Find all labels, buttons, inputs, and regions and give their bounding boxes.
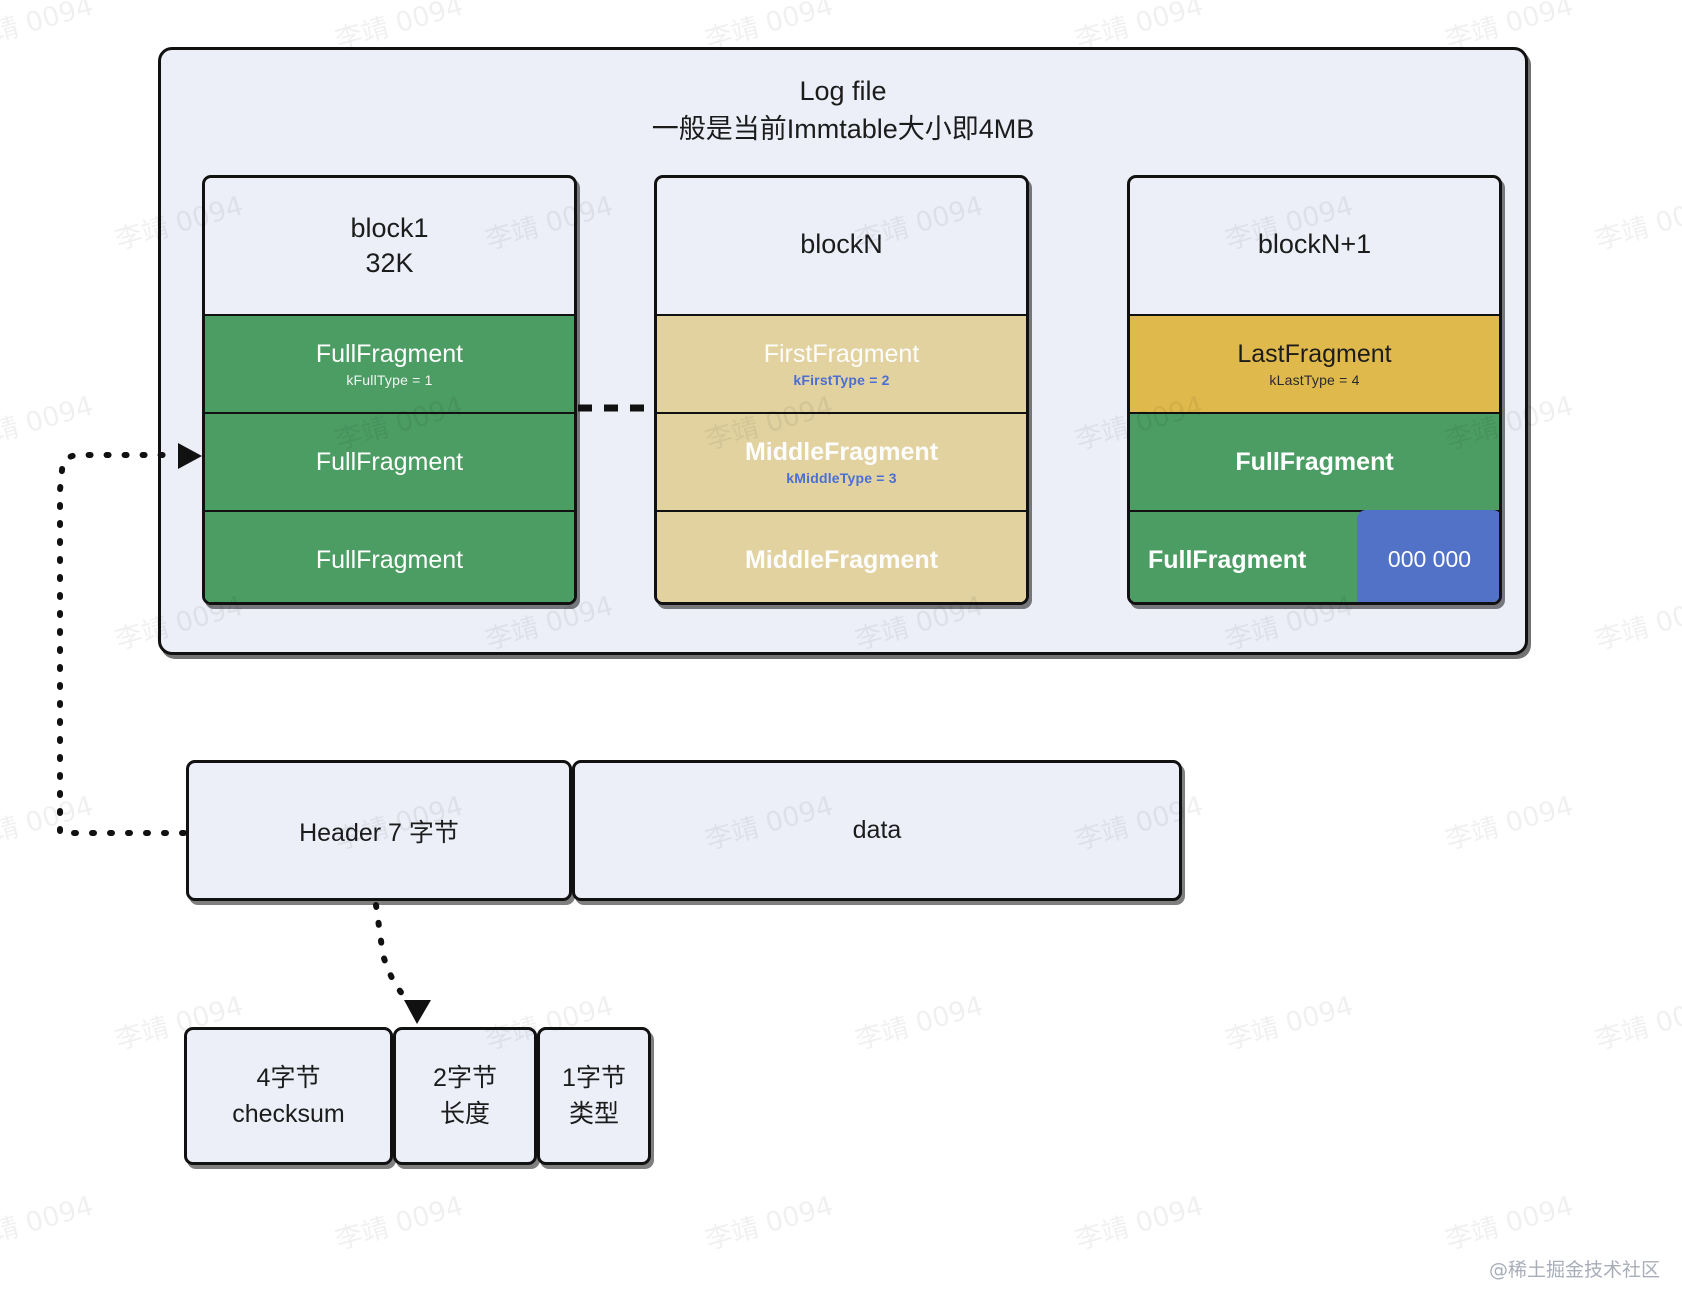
record-layout-row: Header 7 字节 data [186, 760, 1182, 901]
field-name: 类型 [568, 1100, 619, 1128]
fragment-type: kLastType = 4 [1269, 371, 1360, 388]
header-field-type: 1字节 类型 [537, 1027, 651, 1165]
fragment-middle-1: MiddleFragment kMiddleType = 3 [657, 412, 1026, 510]
header-breakdown-dotted-path [373, 902, 419, 1015]
fragment-label: MiddleFragment [744, 438, 939, 467]
log-file-subtitle: 一般是当前Immtable大小即4MB [651, 114, 1035, 145]
fragment-label: FullFragment [1235, 447, 1394, 476]
fragment-label: FullFragment [1148, 545, 1307, 574]
block-blockN: blockN FirstFragment kFirstType = 2 Midd… [654, 175, 1029, 605]
fragment-type: kFirstType = 2 [793, 371, 890, 388]
header-breakdown-arrowhead [404, 1000, 431, 1024]
record-header-cell: Header 7 字节 [186, 760, 572, 901]
field-size: 2字节 [433, 1063, 497, 1092]
block-header: block1 32K [205, 178, 574, 314]
fragment-first: FirstFragment kFirstType = 2 [657, 314, 1026, 412]
block-blockN-plus-1: blockN+1 LastFragment kLastType = 4 Full… [1127, 175, 1502, 605]
record-data-cell: data [572, 760, 1182, 901]
fragment-type: kFullType = 1 [346, 371, 433, 388]
fragment-label: MiddleFragment [744, 545, 939, 574]
block-size: 32K [365, 248, 414, 278]
field-size: 4字节 [256, 1063, 321, 1092]
block-name: blockN+1 [1257, 228, 1372, 259]
block-block1: block1 32K FullFragment kFullType = 1 Fu… [202, 175, 577, 605]
block-name: blockN [800, 228, 883, 259]
log-file-title-text: Log file [799, 76, 887, 106]
fragment-label: FullFragment [315, 447, 464, 476]
block-header: blockN+1 [1130, 178, 1499, 314]
fragment-full-2: FullFragment [205, 412, 574, 510]
log-file-container: Log file 一般是当前Immtable大小即4MB block1 32K … [158, 47, 1528, 655]
fragment-label: LastFragment [1237, 340, 1392, 369]
header-field-length: 2字节 长度 [393, 1027, 537, 1165]
fragment-full-5: FullFragment 000 000 [1130, 510, 1499, 602]
header-field-checksum: 4字节 checksum [184, 1027, 393, 1165]
header-breakdown-row: 4字节 checksum 2字节 长度 1字节 类型 [184, 1027, 651, 1165]
block-header: blockN [657, 178, 1026, 314]
fragment-full-4: FullFragment [1130, 412, 1499, 510]
fragment-label: FirstFragment [763, 340, 920, 369]
fragment-type: kMiddleType = 3 [786, 469, 897, 486]
site-credit: @稀土掘金技术社区 [1488, 1259, 1660, 1281]
padding-tag: 000 000 [1357, 510, 1499, 602]
fragment-full-1: FullFragment kFullType = 1 [205, 314, 574, 412]
fragment-label: FullFragment [315, 340, 464, 369]
field-name: checksum [232, 1100, 345, 1128]
fragment-label: FullFragment [315, 545, 464, 574]
block-name: block1 [350, 213, 429, 243]
field-size: 1字节 [562, 1063, 626, 1092]
field-name: 长度 [439, 1100, 490, 1128]
fragment-last: LastFragment kLastType = 4 [1130, 314, 1499, 412]
fragment-full-3: FullFragment [205, 510, 574, 602]
log-file-title: Log file 一般是当前Immtable大小即4MB [161, 72, 1525, 149]
fragment-middle-2: MiddleFragment [657, 510, 1026, 602]
